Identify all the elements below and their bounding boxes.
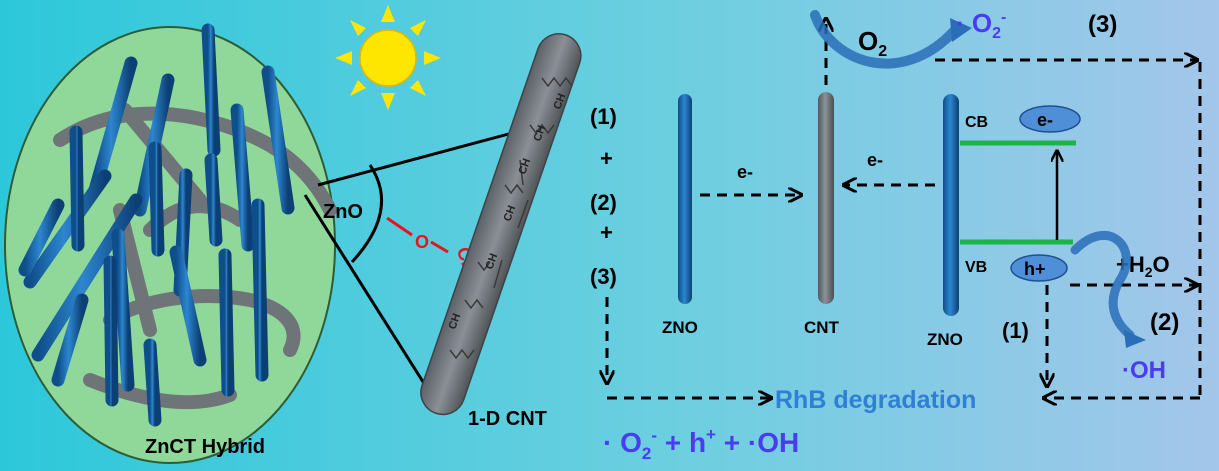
cnt-label: 1-D CNT [468, 408, 547, 430]
zoom-zno-label: ZnO [323, 201, 363, 223]
hydroxyl-curve-arrow [1070, 231, 1135, 340]
step1-label: (1) [1002, 318, 1029, 343]
sun-icon [335, 5, 441, 110]
degradation-label: RhB degradation [775, 386, 976, 414]
zno-rod-left [678, 94, 692, 304]
hydroxyl-curve-arrowhead [1124, 330, 1146, 348]
cnt-1d: CH CH CH CH CH CH [420, 33, 582, 416]
hole-label: h+ [1024, 259, 1046, 279]
svg-text:(1): (1) [590, 104, 617, 129]
steps-sum: (1) + (2) + (3) [590, 104, 617, 289]
svg-text:(3): (3) [590, 264, 617, 289]
svg-text:CH: CH [502, 204, 519, 223]
step3-label: (3) [1088, 11, 1117, 38]
zno-rod-right [943, 94, 959, 316]
step2-label: (2) [1150, 309, 1179, 336]
svg-text:+: + [600, 220, 613, 245]
o2-label: O2 [858, 26, 887, 60]
electron-badge [1019, 105, 1081, 133]
equation-label: · O2- + h+ + ·OH [603, 425, 799, 463]
hydroxyl-label: ·OH [1122, 357, 1166, 384]
svg-text:CH: CH [447, 312, 464, 331]
electron-label: e- [1037, 110, 1053, 130]
svg-text:CH: CH [484, 252, 501, 271]
o2-curve-arrow [810, 10, 960, 69]
zoom-lines [303, 130, 517, 386]
hole-badge [1010, 254, 1068, 282]
hybrid-zno-rods [18, 18, 295, 427]
superoxide-label: · O2- [956, 8, 1006, 42]
svg-text:(2): (2) [590, 190, 617, 215]
superoxide-route [935, 60, 1202, 398]
zno-right-label: ZNO [927, 330, 963, 349]
cnt-mid-label: CNT [804, 318, 840, 337]
zno-left-label: ZNO [662, 318, 698, 337]
svg-text:CH: CH [517, 157, 534, 176]
svg-text:CH: CH [532, 124, 549, 143]
svg-text:+: + [600, 146, 613, 171]
svg-text:CH: CH [552, 92, 569, 111]
steps-down-arrow [607, 297, 770, 398]
cb-label: CB [965, 114, 988, 131]
e-transfer-2-label: e- [867, 150, 883, 170]
o2-curve-arrowhead [950, 18, 972, 42]
cnt-rod-mid [818, 92, 834, 304]
svg-text:O: O [415, 232, 429, 252]
vb-label: VB [965, 259, 987, 276]
e-transfer-1-label: e- [737, 162, 753, 182]
hybrid-label: ZnCT Hybrid [145, 436, 265, 458]
